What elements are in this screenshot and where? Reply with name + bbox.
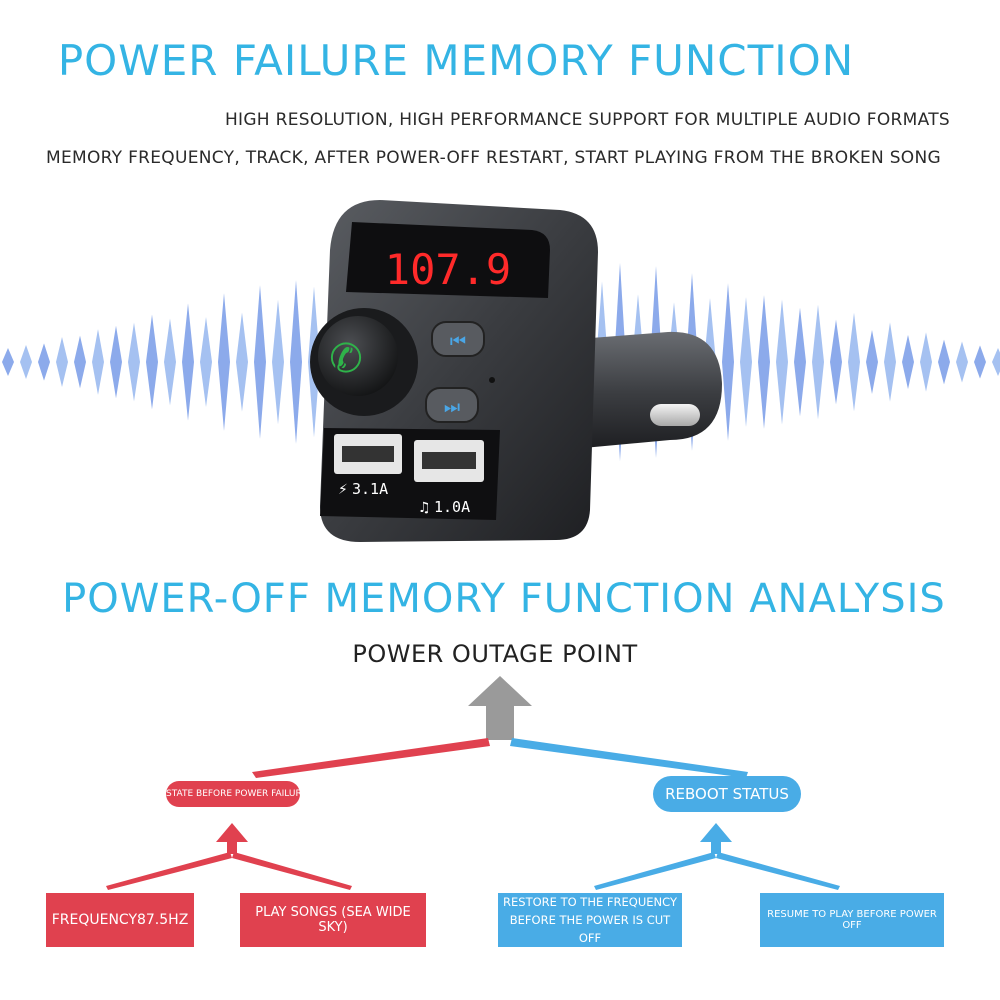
wave-bar [794,307,806,417]
play-songs-box: PLAY SONGS (SEA WIDE SKY) [240,893,426,947]
wave-bar [218,293,230,431]
frequency-box-text: FREQUENCY87.5HZ [51,912,189,928]
wave-bar [758,295,770,429]
plug-tip [650,404,700,426]
usb-port-1-tongue [342,446,394,462]
state-before-failure-pill: STATE BEFORE POWER FAILURE [166,781,307,807]
restore-line-1: RESTORE TO THE FREQUENCY [503,895,677,909]
up-arrow-icon [468,676,532,740]
red-branch-line [252,738,490,778]
wave-bar [722,283,734,441]
subline-memory: MEMORY FREQUENCY, TRACK, AFTER POWER-OFF… [46,148,941,168]
wave-bar [938,339,950,385]
wave-bar [776,299,788,425]
wave-bar [200,317,212,407]
red-fork-right [232,852,352,890]
wave-bar [830,319,842,405]
wave-bar [920,332,932,392]
blue-fork-right [716,852,840,890]
led-display [346,222,550,298]
wave-bar [74,335,86,389]
frequency-box: FREQUENCY87.5HZ [46,893,194,947]
wave-bar [146,314,158,410]
prev-track-icon: ⏮ [450,331,466,352]
reboot-status-pill: REBOOT STATUS [653,776,801,812]
restore-line-2: BEFORE THE POWER IS CUT OFF [509,913,671,945]
prev-button[interactable] [431,321,485,357]
wave-bar [974,345,986,379]
music-note-icon: ♫ [418,500,431,516]
blue-branch-line [510,738,748,778]
lightning-icon: ⚡ [338,482,348,498]
subline-audio-formats: HIGH RESOLUTION, HIGH PERFORMANCE SUPPOR… [224,110,950,130]
red-fork-left [106,852,232,890]
power-outage-label: POWER OUTAGE POINT [352,640,638,668]
resume-play-box-text: RESUME TO PLAY BEFORE POWER OFF [767,909,937,931]
wave-bar [20,344,32,380]
wave-bar [992,348,1000,376]
wave-bar [254,285,266,439]
blue-up-arrow-icon [700,823,732,854]
wave-bar [182,303,194,421]
red-up-arrow-icon [216,823,248,854]
next-track-icon: ⏭ [444,397,460,418]
resume-play-box: RESUME TO PLAY BEFORE POWER OFF [760,893,944,947]
wave-bar [110,325,122,399]
port1-label: 3.1A [352,480,388,498]
wave-bar [812,304,824,420]
wave-bar [56,337,68,387]
section-title: POWER-OFF MEMORY FUNCTION ANALYSIS [62,576,946,622]
wave-bar [848,312,860,412]
wave-bar [902,334,914,390]
page-title: POWER FAILURE MEMORY FUNCTION [57,36,855,85]
wave-bar [866,330,878,394]
wave-bar [236,312,248,412]
wave-bar [740,297,752,427]
wave-bar [956,341,968,383]
wave-bar [290,280,302,444]
wave-bar [38,343,50,381]
play-songs-box-text: PLAY SONGS (SEA WIDE SKY) [255,905,411,935]
frequency-readout: 107.9 [385,245,511,294]
port2-label: 1.0A [434,498,470,516]
wave-bar [884,322,896,402]
wave-bar [2,348,14,376]
next-button[interactable] [425,387,479,423]
blue-fork-left [594,852,716,890]
wave-bar [164,318,176,406]
wave-bar [92,329,104,395]
microphone-icon [489,377,495,383]
restore-frequency-box: RESTORE TO THE FREQUENCY BEFORE THE POWE… [498,893,682,947]
usb-port-2-tongue [422,452,476,469]
wave-bar [272,299,284,425]
phone-icon: ✆ [329,336,363,382]
control-knob[interactable] [318,316,398,396]
car-charger-device: 107.9 ✆ ⏮ ⏭ ⚡ 3.1A ♫ 1.0A [310,200,722,542]
flow-diagram [106,676,840,890]
wave-bar [128,322,140,402]
